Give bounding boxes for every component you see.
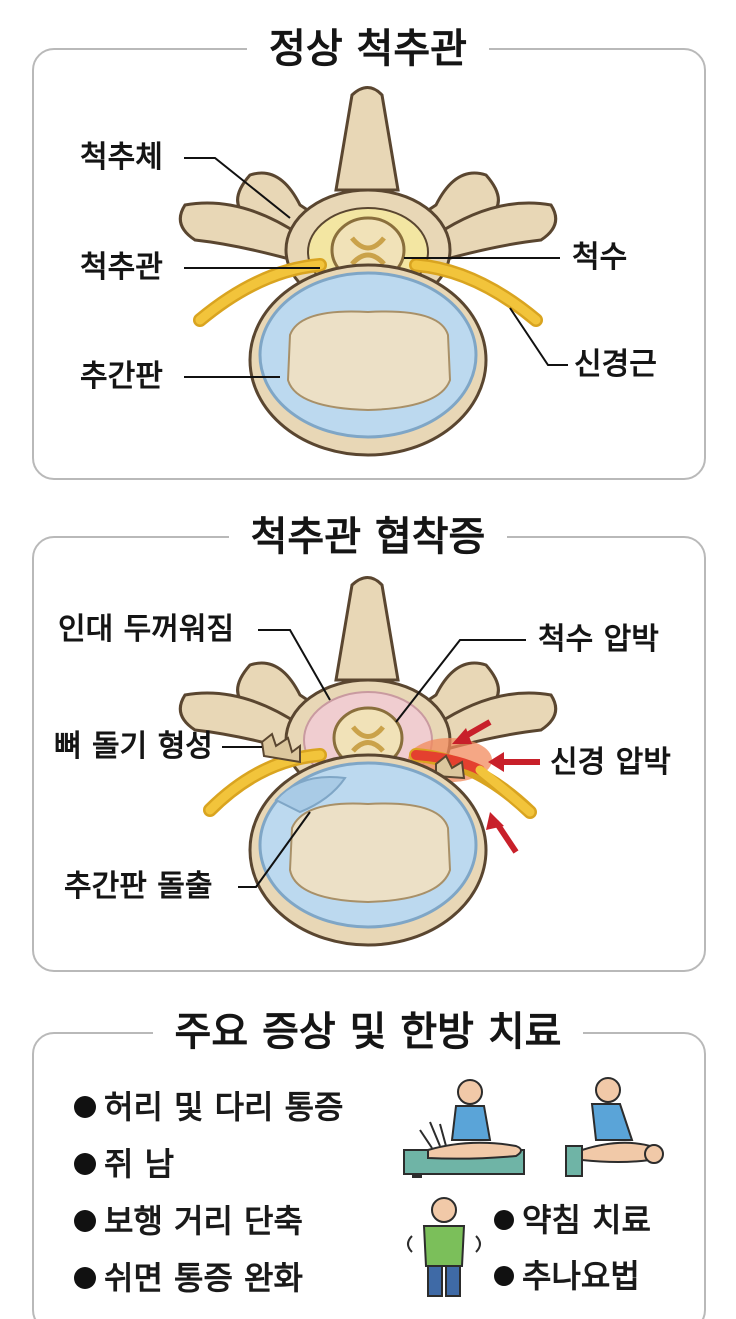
list-item: 쉬면 통증 완화 [74, 1249, 344, 1306]
normal-spinous-process [334, 86, 400, 192]
normal-right-wing [434, 201, 558, 264]
normal-right-root-inner [411, 260, 541, 325]
normal-disc-core [286, 310, 452, 412]
label-vertebra: 척추체 [80, 140, 163, 175]
list-item: 쥐 남 [74, 1135, 344, 1192]
bullet-icon [74, 1209, 96, 1232]
bullet-icon [74, 1266, 96, 1289]
bullet-icon [74, 1152, 96, 1175]
list-item: 약침 치료 [494, 1192, 651, 1248]
list-item: 보행 거리 단축 [74, 1192, 344, 1249]
label-nerve-compression: 신경 압박 [550, 745, 671, 780]
symptom-list: 허리 및 다리 통증 쥐 남 보행 거리 단축 쉬면 통증 완화 [74, 1078, 344, 1306]
label-disc: 추간판 [80, 359, 163, 394]
normal-grey-matter [350, 236, 386, 266]
treatment-list: 약침 치료 추나요법 [494, 1192, 651, 1304]
label-root: 신경근 [574, 347, 657, 382]
summary-title: 주요 증상 및 한방 치료 [0, 1007, 736, 1057]
normal-left-wing [178, 201, 302, 264]
list-item: 허리 및 다리 통증 [74, 1078, 344, 1135]
label-ligament: 인대 두꺼워짐 [58, 612, 235, 647]
label-cord: 척수 [572, 240, 628, 275]
label-spur: 뼈 돌기 형성 [54, 729, 213, 764]
label-canal: 척추관 [80, 250, 163, 285]
bullet-icon [494, 1210, 514, 1230]
stenosis-title: 척추관 협착증 [0, 512, 736, 562]
label-herniation: 추간판 돌출 [64, 869, 213, 904]
normal-left-root-inner [195, 260, 325, 325]
leader-vertebra [184, 157, 291, 219]
list-item: 추나요법 [494, 1248, 651, 1304]
label-cord-compression: 척수 압박 [538, 622, 659, 657]
normal-title: 정상 척추관 [0, 24, 736, 74]
bullet-icon [74, 1095, 96, 1118]
leader-root [509, 307, 568, 366]
bullet-icon [494, 1266, 514, 1286]
